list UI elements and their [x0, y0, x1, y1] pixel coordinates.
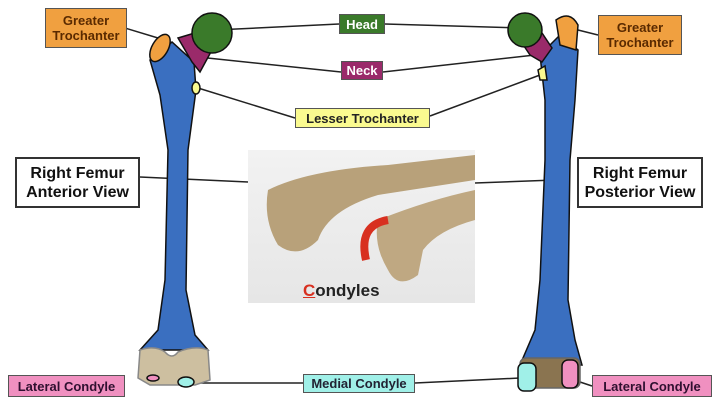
- label-greater-trochanter-left: Greater Trochanter: [45, 8, 127, 48]
- posterior-femur: [507, 12, 583, 392]
- anterior-femur: [137, 12, 233, 388]
- lateral-condyle: [561, 359, 579, 389]
- lesser-trochanter: [537, 64, 548, 81]
- lateral-condyle: [146, 374, 160, 382]
- head: [507, 12, 543, 48]
- femur-shaft: [518, 33, 583, 366]
- femur-photo: Condyles: [248, 150, 475, 303]
- medial-condyle: [177, 376, 195, 388]
- label-anterior-view: Right Femur Anterior View: [15, 157, 140, 208]
- label-greater-trochanter-right: Greater Trochanter: [598, 15, 682, 55]
- caption-initial: C: [303, 281, 316, 300]
- label-neck: Neck: [341, 61, 383, 80]
- head: [191, 12, 233, 54]
- label-head: Head: [339, 14, 385, 34]
- medial-condyle: [517, 362, 537, 392]
- femur-shaft: [138, 41, 210, 351]
- caption-rest: ondyles: [315, 281, 380, 300]
- bone-photo-illustration: [266, 155, 475, 282]
- leader-lines: [92, 23, 599, 387]
- label-medial-condyle: Medial Condyle: [303, 374, 415, 393]
- label-lesser-trochanter: Lesser Trochanter: [295, 108, 430, 128]
- photo-caption: Condyles: [303, 281, 380, 301]
- lesser-trochanter: [191, 81, 201, 95]
- label-lateral-condyle-left: Lateral Condyle: [8, 375, 125, 397]
- greater-trochanter: [555, 15, 579, 51]
- greater-trochanter: [149, 33, 171, 63]
- label-lateral-condyle-right: Lateral Condyle: [592, 375, 712, 397]
- label-posterior-view: Right Femur Posterior View: [577, 157, 703, 208]
